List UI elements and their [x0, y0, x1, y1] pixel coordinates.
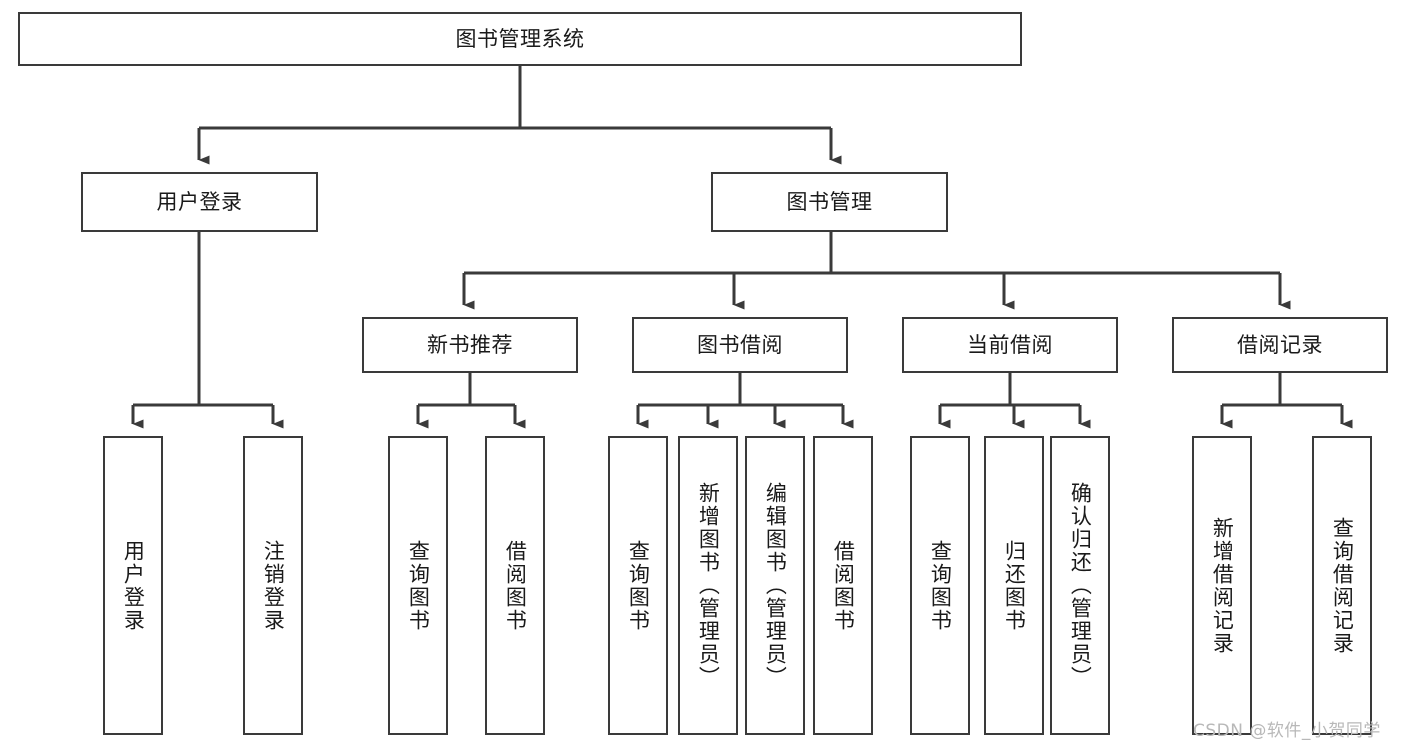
- node-borrow-record[interactable]: 借阅记录: [1172, 317, 1388, 373]
- node-leaf-add-book[interactable]: 新增图书（管理员）: [678, 436, 738, 735]
- node-leaf-query-book-1[interactable]: 查询图书: [388, 436, 448, 735]
- node-leaf-user-login[interactable]: 用户登录: [103, 436, 163, 735]
- node-leaf-return-book[interactable]: 归还图书: [984, 436, 1044, 735]
- node-leaf-edit-book[interactable]: 编辑图书（管理员）: [745, 436, 805, 735]
- node-leaf-add-record[interactable]: 新增借阅记录: [1192, 436, 1252, 735]
- csdn-watermark: CSDN @软件_小贺同学: [1193, 721, 1381, 741]
- node-current-borrow[interactable]: 当前借阅: [902, 317, 1118, 373]
- node-leaf-logout[interactable]: 注销登录: [243, 436, 303, 735]
- node-root[interactable]: 图书管理系统: [18, 12, 1022, 66]
- node-new-book-recommend[interactable]: 新书推荐: [362, 317, 578, 373]
- node-leaf-borrow-book-2[interactable]: 借阅图书: [813, 436, 873, 735]
- node-user-login[interactable]: 用户登录: [81, 172, 318, 232]
- node-book-manage[interactable]: 图书管理: [711, 172, 948, 232]
- node-leaf-query-book-3[interactable]: 查询图书: [910, 436, 970, 735]
- node-leaf-query-record[interactable]: 查询借阅记录: [1312, 436, 1372, 735]
- node-leaf-query-book-2[interactable]: 查询图书: [608, 436, 668, 735]
- node-leaf-confirm-return[interactable]: 确认归还（管理员）: [1050, 436, 1110, 735]
- node-book-borrow[interactable]: 图书借阅: [632, 317, 848, 373]
- node-leaf-borrow-book-1[interactable]: 借阅图书: [485, 436, 545, 735]
